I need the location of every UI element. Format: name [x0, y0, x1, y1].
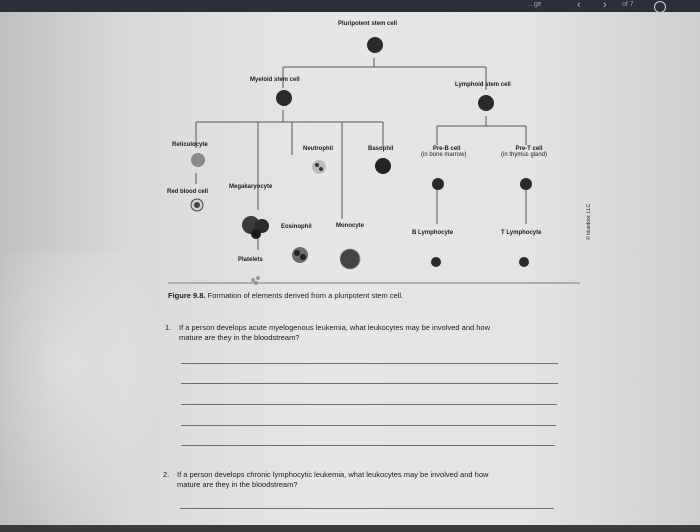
question-2-number: 2. [163, 470, 170, 479]
hematopoiesis-diagram [168, 37, 580, 285]
figure-number: Figure 9.8. [168, 291, 206, 300]
label-b-lymphocyte: B Lymphocyte [412, 230, 454, 236]
screen-glare [0, 252, 165, 532]
pre-t-cell-icon [520, 178, 532, 190]
question-2: 2. If a person develops chronic lymphocy… [163, 470, 488, 490]
chevron-left-icon[interactable]: ‹ [577, 0, 581, 11]
neutrophil-icon [312, 160, 326, 174]
copyright-note: © bluedoor, LLC [586, 203, 592, 240]
label-monocyte: Monocyte [336, 223, 365, 229]
chevron-right-icon[interactable]: › [603, 0, 607, 11]
reticulocyte-icon [191, 153, 205, 167]
question-1-line2: mature are they in the bloodstream? [179, 333, 300, 342]
pre-b-cell-icon [432, 178, 444, 190]
megakaryocyte-icon [242, 216, 269, 239]
page-indicator: of 7 [622, 1, 634, 8]
question-2-line2: mature are they in the bloodstream? [177, 480, 298, 489]
eosinophil-icon [292, 247, 308, 263]
label-megakaryocyte: Megakaryocyte [229, 184, 273, 190]
answer-line[interactable] [181, 404, 557, 405]
question-2-line1: If a person develops chronic lymphocytic… [177, 470, 489, 479]
pluripotent-cell-icon [367, 37, 383, 53]
basophil-icon [375, 158, 391, 174]
answer-line[interactable] [181, 383, 558, 384]
label-myeloid: Myeloid stem cell [250, 77, 300, 83]
question-1-line1: If a person develops acute myelogenous l… [179, 323, 491, 332]
answer-line[interactable] [181, 363, 558, 364]
myeloid-cell-icon [276, 90, 292, 106]
monocyte-icon [339, 248, 361, 270]
label-basophil: Basophil [368, 146, 394, 152]
toolbar-label: ...ge [528, 1, 542, 8]
top-toolbar: ...ge ‹ › of 7 [0, 0, 700, 14]
label-t-lymphocyte: T Lymphocyte [501, 230, 542, 236]
platelets-icon [251, 276, 260, 285]
figure-caption-text: Formation of elements derived from a plu… [207, 291, 404, 300]
worksheet-page: Pluripotent stem cell Myeloid stem cell … [0, 12, 700, 532]
label-pre-t-cell: Pre-T cell (in thymus gland) [501, 146, 548, 158]
label-platelets: Platelets [238, 257, 263, 263]
label-neutrophil: Neutrophil [303, 146, 333, 152]
answer-line[interactable] [180, 508, 554, 509]
answer-line[interactable] [181, 425, 556, 426]
question-1: 1. If a person develops acute myelogenou… [165, 323, 490, 343]
label-eosinophil: Eosinophil [281, 224, 312, 230]
lymphoid-cell-icon [478, 95, 494, 111]
t-lymphocyte-icon [519, 257, 529, 267]
label-red-blood-cell: Red blood cell [167, 189, 209, 195]
question-1-number: 1. [165, 323, 172, 332]
label-pluripotent: Pluripotent stem cell [338, 21, 398, 27]
figure-caption: Figure 9.8. Formation of elements derive… [168, 291, 403, 300]
label-reticulocyte: Reticulocyte [172, 142, 208, 148]
b-lymphocyte-icon [431, 257, 441, 267]
label-pre-b-cell: Pre-B cell (in bone marrow) [421, 146, 467, 158]
label-lymphoid: Lymphoid stem cell [455, 82, 511, 88]
answer-line[interactable] [181, 445, 555, 446]
